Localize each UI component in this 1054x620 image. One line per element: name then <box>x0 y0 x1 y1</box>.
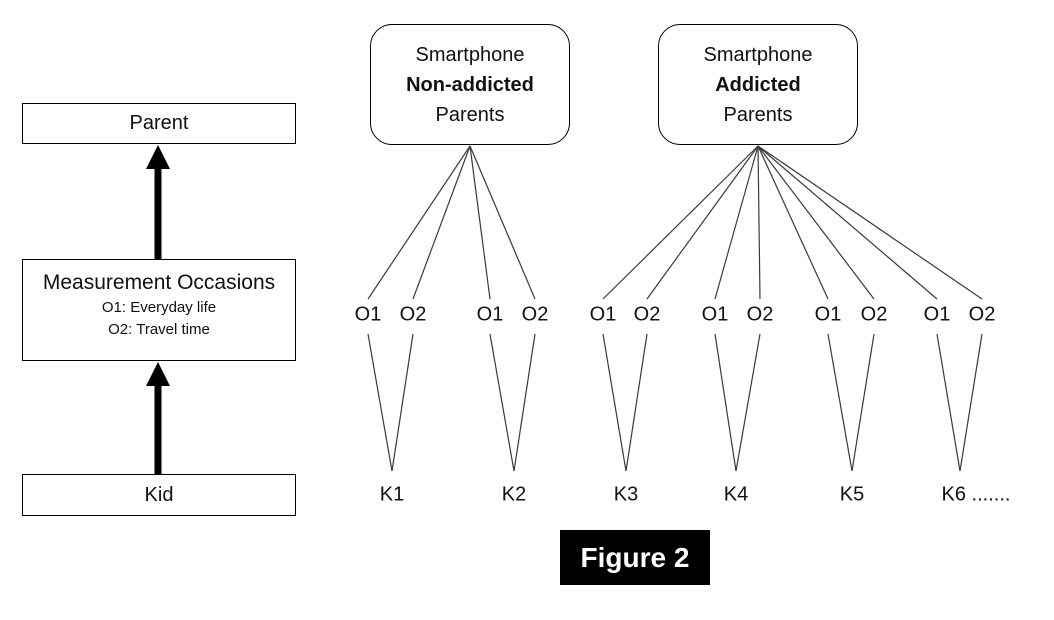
fan-line <box>757 145 761 300</box>
addicted-box-line2: Addicted <box>715 73 801 96</box>
v-line <box>391 333 414 472</box>
up-arrow-kid-to-measurement <box>146 362 170 475</box>
parent-box-label: Parent <box>129 112 189 134</box>
kid-box-label: Kid <box>144 483 174 506</box>
fan-line <box>757 145 875 300</box>
non-addicted-parents-box: Smartphone Non-addicted Parents <box>370 24 570 145</box>
addicted-box-line3: Parents <box>723 103 793 126</box>
fan-lines-non-addicted <box>367 145 536 300</box>
parent-box: Parent <box>22 103 296 144</box>
measurement-box-title: Measurement Occasions <box>42 271 276 294</box>
figure-caption-text: Figure 2 <box>580 541 690 573</box>
arrow-head <box>146 145 170 169</box>
fan-line <box>469 145 491 300</box>
fan-line <box>367 145 471 300</box>
measurement-occasions-box: Measurement Occasions O1: Everyday life … <box>22 259 296 361</box>
occasion-to-kid-lines <box>367 333 983 472</box>
occasion-label: O1 <box>475 303 505 327</box>
occasion-label: O1 <box>922 303 952 327</box>
occasion-label: O2 <box>859 303 889 327</box>
non-addicted-box-line3: Parents <box>435 103 505 126</box>
kid-label: K2 <box>500 483 528 507</box>
kid-label: K3 <box>612 483 640 507</box>
occasion-label: O1 <box>813 303 843 327</box>
occasion-label: O2 <box>967 303 997 327</box>
occasion-label: O2 <box>398 303 428 327</box>
occasion-label: O2 <box>745 303 775 327</box>
v-line <box>735 333 761 472</box>
arrow-head <box>146 362 170 386</box>
fan-line <box>412 145 471 300</box>
measurement-occasion-2: O2: Travel time <box>108 321 210 338</box>
v-line <box>367 333 393 472</box>
v-line <box>851 333 875 472</box>
fan-line <box>469 145 536 300</box>
v-line <box>714 333 737 472</box>
addicted-box-line1: Smartphone <box>703 43 813 66</box>
v-line <box>513 333 536 472</box>
fan-line <box>646 145 759 300</box>
v-line <box>959 333 983 472</box>
kid-label: K4 <box>722 483 750 507</box>
non-addicted-box-line2: Non-addicted <box>406 73 534 96</box>
kid-label: K1 <box>378 483 406 507</box>
kid-box: Kid <box>22 474 296 516</box>
occasion-label: O1 <box>700 303 730 327</box>
up-arrow-measurement-to-parent <box>146 145 170 260</box>
arrow-shaft <box>154 166 162 260</box>
kid-label: K5 <box>838 483 866 507</box>
v-line <box>625 333 648 472</box>
fan-line <box>602 145 759 300</box>
figure-caption: Figure 2 <box>560 530 710 585</box>
occasion-label: O1 <box>353 303 383 327</box>
fan-line <box>757 145 829 300</box>
v-line <box>602 333 627 472</box>
v-line <box>827 333 853 472</box>
fan-line <box>757 145 938 300</box>
fan-lines-addicted <box>602 145 983 300</box>
fan-line <box>714 145 759 300</box>
measurement-occasion-1: O1: Everyday life <box>101 299 217 316</box>
occasion-label: O2 <box>632 303 662 327</box>
v-line <box>489 333 515 472</box>
occasion-label: O2 <box>520 303 550 327</box>
kid-label: K6 ....... <box>940 483 1012 507</box>
arrow-shaft <box>154 383 162 475</box>
addicted-parents-box: Smartphone Addicted Parents <box>658 24 858 145</box>
v-line <box>936 333 961 472</box>
non-addicted-box-line1: Smartphone <box>415 43 525 66</box>
occasion-label: O1 <box>588 303 618 327</box>
fan-line <box>757 145 983 300</box>
